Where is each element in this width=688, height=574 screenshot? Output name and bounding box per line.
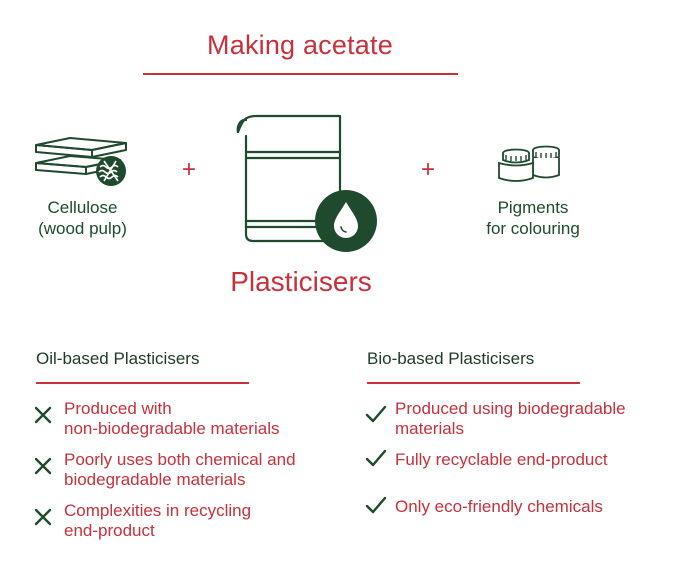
pigments-icon [496,141,568,185]
title-underline [143,73,458,75]
bio-based-underline [367,382,580,384]
cellulose-label: Cellulose [47,198,118,217]
list-item: Produced using biodegradable materials [365,399,685,439]
list-item: Complexities in recycling end-product [34,501,354,541]
cellulose-sublabel: (wood pulp) [38,219,127,238]
item-text: biodegradable materials [64,470,246,489]
item-text: Fully recyclable end-product [395,450,608,469]
bio-based-heading: Bio-based Plasticisers [367,349,535,368]
plasticisers-label: Plasticisers [230,266,372,297]
check-icon [365,399,395,428]
page-title: Making acetate [207,30,393,60]
pigments-caption: Pigments for colouring [470,197,596,239]
cross-icon [34,450,64,480]
item-text: materials [395,419,464,438]
oil-based-underline [36,382,249,384]
cellulose-icon [30,133,130,188]
list-item: Only eco-friendly chemicals [365,496,685,519]
item-text: Complexities in recycling [64,501,252,520]
item-text: Produced using biodegradable [395,399,626,418]
item-text: Produced with [64,399,172,418]
pigments-label: Pigments [497,198,569,217]
pigments-sublabel: for colouring [486,219,580,238]
item-text: Poorly uses both chemical and [64,450,296,469]
list-item: Fully recyclable end-product [365,449,685,472]
cellulose-caption: Cellulose (wood pulp) [25,197,140,239]
item-text: end-product [64,521,155,540]
beaker-icon [228,104,388,254]
oil-based-list: Produced with non-biodegradable material… [34,399,354,541]
cross-icon [34,399,64,429]
item-text: non-biodegradable materials [64,419,280,438]
plus-sign-right: + [421,156,436,183]
oil-based-heading: Oil-based Plasticisers [36,349,200,368]
cross-icon [34,501,64,531]
bio-based-list: Produced using biodegradable materials F… [365,399,685,519]
plus-sign-left: + [182,156,197,183]
check-icon [365,449,395,472]
check-icon [365,496,395,519]
list-item: Produced with non-biodegradable material… [34,399,354,439]
item-text: Only eco-friendly chemicals [395,497,603,516]
list-item: Poorly uses both chemical and biodegrada… [34,450,354,490]
